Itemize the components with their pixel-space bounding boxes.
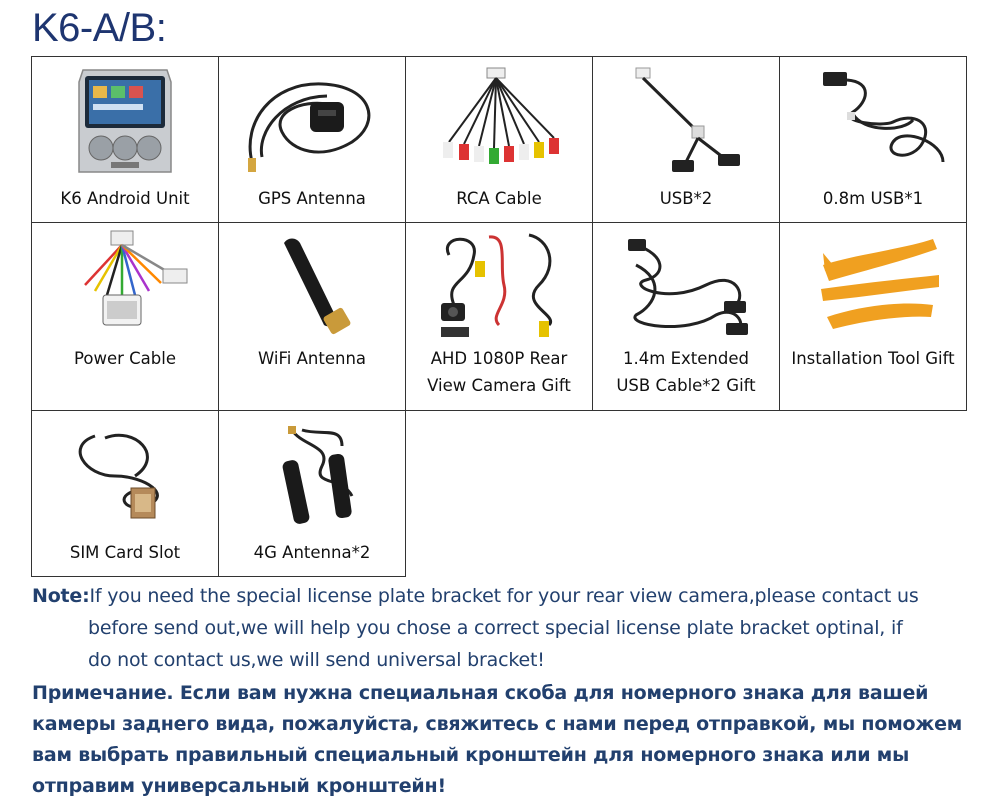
item-label: WiFi Antenna <box>257 349 367 368</box>
package-contents-grid: K6 Android Unit GPS Antenna <box>31 56 967 577</box>
item-label: 4G Antenna*2 <box>253 543 371 562</box>
note-line-1: If you need the special license plate br… <box>89 585 919 607</box>
item-label: K6 Android Unit <box>60 189 190 208</box>
rear-camera-icon <box>414 223 584 345</box>
ru-note-line-4: отправим универсальный кронштейн! <box>32 775 446 797</box>
item-label: Power Cable <box>74 349 176 368</box>
item-usb-2: USB*2 <box>592 56 780 223</box>
grid-row-1: K6 Android Unit GPS Antenna <box>31 56 967 223</box>
sim-slot-cable-icon <box>40 411 210 539</box>
item-sim-card-slot: SIM Card Slot <box>31 410 219 577</box>
item-wifi-antenna: WiFi Antenna <box>218 222 406 411</box>
item-label: 0.8m USB*1 <box>822 189 924 208</box>
usb-coiled-cable-icon <box>788 57 958 185</box>
item-label: Installation Tool Gift <box>791 349 955 368</box>
item-label: RCA Cable <box>456 189 542 208</box>
pry-tools-icon <box>788 223 958 345</box>
item-rca-cable: RCA Cable <box>405 56 593 223</box>
item-label-line2: USB Cable*2 Gift <box>616 376 756 395</box>
russian-note: Примечание. Если вам нужна специальная с… <box>32 678 992 802</box>
item-power-cable: Power Cable <box>31 222 219 411</box>
item-gps-antenna: GPS Antenna <box>218 56 406 223</box>
note-line-2: before send out,we will help you chose a… <box>88 617 903 639</box>
gps-antenna-icon <box>227 57 397 185</box>
english-note: Note:If you need the special license pla… <box>32 580 982 676</box>
power-harness-icon <box>40 223 210 345</box>
grid-row-2: Power Cable WiFi Antenna <box>31 222 967 411</box>
note-line-3: do not contact us,we will send universal… <box>88 649 545 671</box>
item-08m-usb: 0.8m USB*1 <box>779 56 967 223</box>
head-unit-icon <box>40 57 210 185</box>
item-label-line1: AHD 1080P Rear <box>430 349 568 368</box>
4g-antenna-icon <box>227 411 397 539</box>
wifi-antenna-icon <box>227 223 397 345</box>
item-label: USB*2 <box>659 189 713 208</box>
ru-note-line-1: Примечание. Если вам нужна специальная с… <box>32 682 929 704</box>
page-title: K6-A/B: <box>32 6 167 50</box>
item-label: GPS Antenna <box>258 189 366 208</box>
usb-extension-cable-icon <box>601 223 771 345</box>
note-prefix: Note: <box>32 585 90 607</box>
grid-row-3: SIM Card Slot 4G Antenna*2 <box>31 410 966 577</box>
item-installation-tool: Installation Tool Gift <box>779 222 967 411</box>
item-label-line2: View Camera Gift <box>427 376 571 395</box>
rca-cable-icon <box>414 57 584 185</box>
item-4g-antenna: 4G Antenna*2 <box>218 410 406 577</box>
ru-note-line-3: вам выбрать правильный специальный кронш… <box>32 744 910 766</box>
item-usb-extension: 1.4m Extended USB Cable*2 Gift <box>592 222 780 411</box>
item-label: SIM Card Slot <box>69 543 181 562</box>
item-rear-camera: AHD 1080P Rear View Camera Gift <box>405 222 593 411</box>
usb-cable-icon <box>601 57 771 185</box>
ru-note-line-2: камеры заднего вида, пожалуйста, свяжите… <box>32 713 963 735</box>
item-label-line1: 1.4m Extended <box>623 349 749 368</box>
item-android-unit: K6 Android Unit <box>31 56 219 223</box>
